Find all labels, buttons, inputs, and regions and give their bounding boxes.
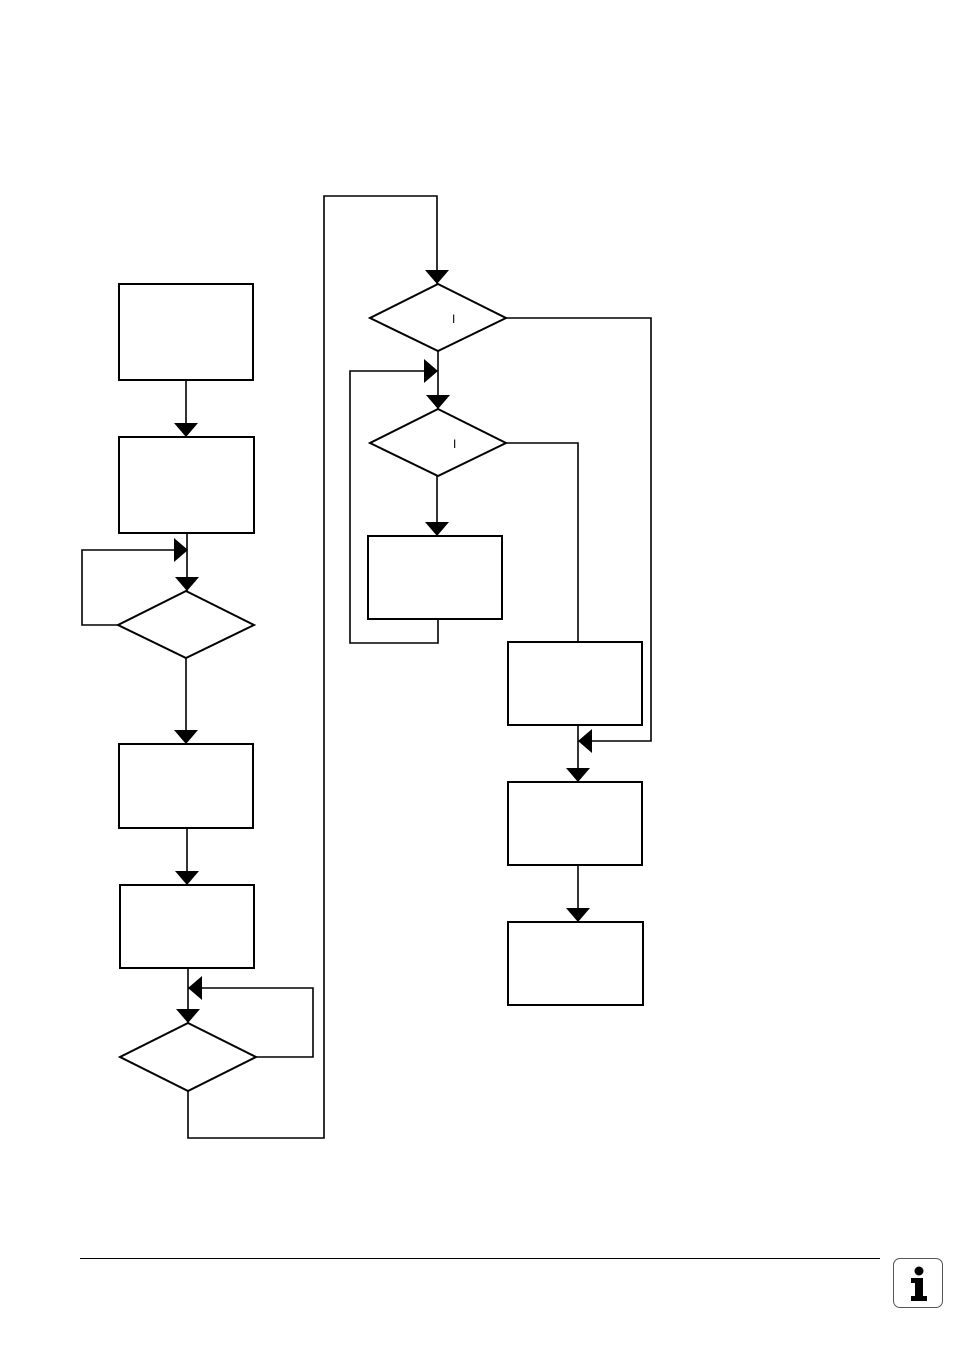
process-box-6 (507, 641, 643, 726)
decision-diamond-2 (117, 1021, 259, 1093)
info-icon (893, 1258, 943, 1308)
process-box-4 (119, 884, 255, 969)
loop-d2 (188, 987, 314, 1058)
decision-mark-2: I (453, 437, 456, 451)
arrowhead-right-box5-loop (424, 359, 438, 383)
loop-box5 (349, 370, 439, 644)
process-box-3 (118, 743, 254, 829)
branch-d4-right (506, 442, 579, 642)
arrowhead-right-d1-loop (174, 538, 188, 562)
process-box-1 (118, 283, 254, 381)
decision-mark-1: I (452, 312, 455, 326)
process-box-7 (507, 781, 643, 866)
branch-d3-right (506, 317, 652, 742)
loop-d1 (81, 549, 187, 626)
decision-diamond-4 (367, 407, 509, 478)
decision-diamond-3 (367, 282, 509, 353)
decision-diamond-1 (115, 589, 257, 660)
process-box-5 (367, 535, 503, 620)
arrowhead-left-d3-branch (578, 729, 592, 753)
process-box-2 (118, 436, 255, 534)
process-box-8 (507, 921, 644, 1006)
arrowhead-left-d2-loop (188, 976, 202, 1000)
footer-rule (80, 1258, 880, 1259)
route-to-middle (187, 195, 449, 1139)
